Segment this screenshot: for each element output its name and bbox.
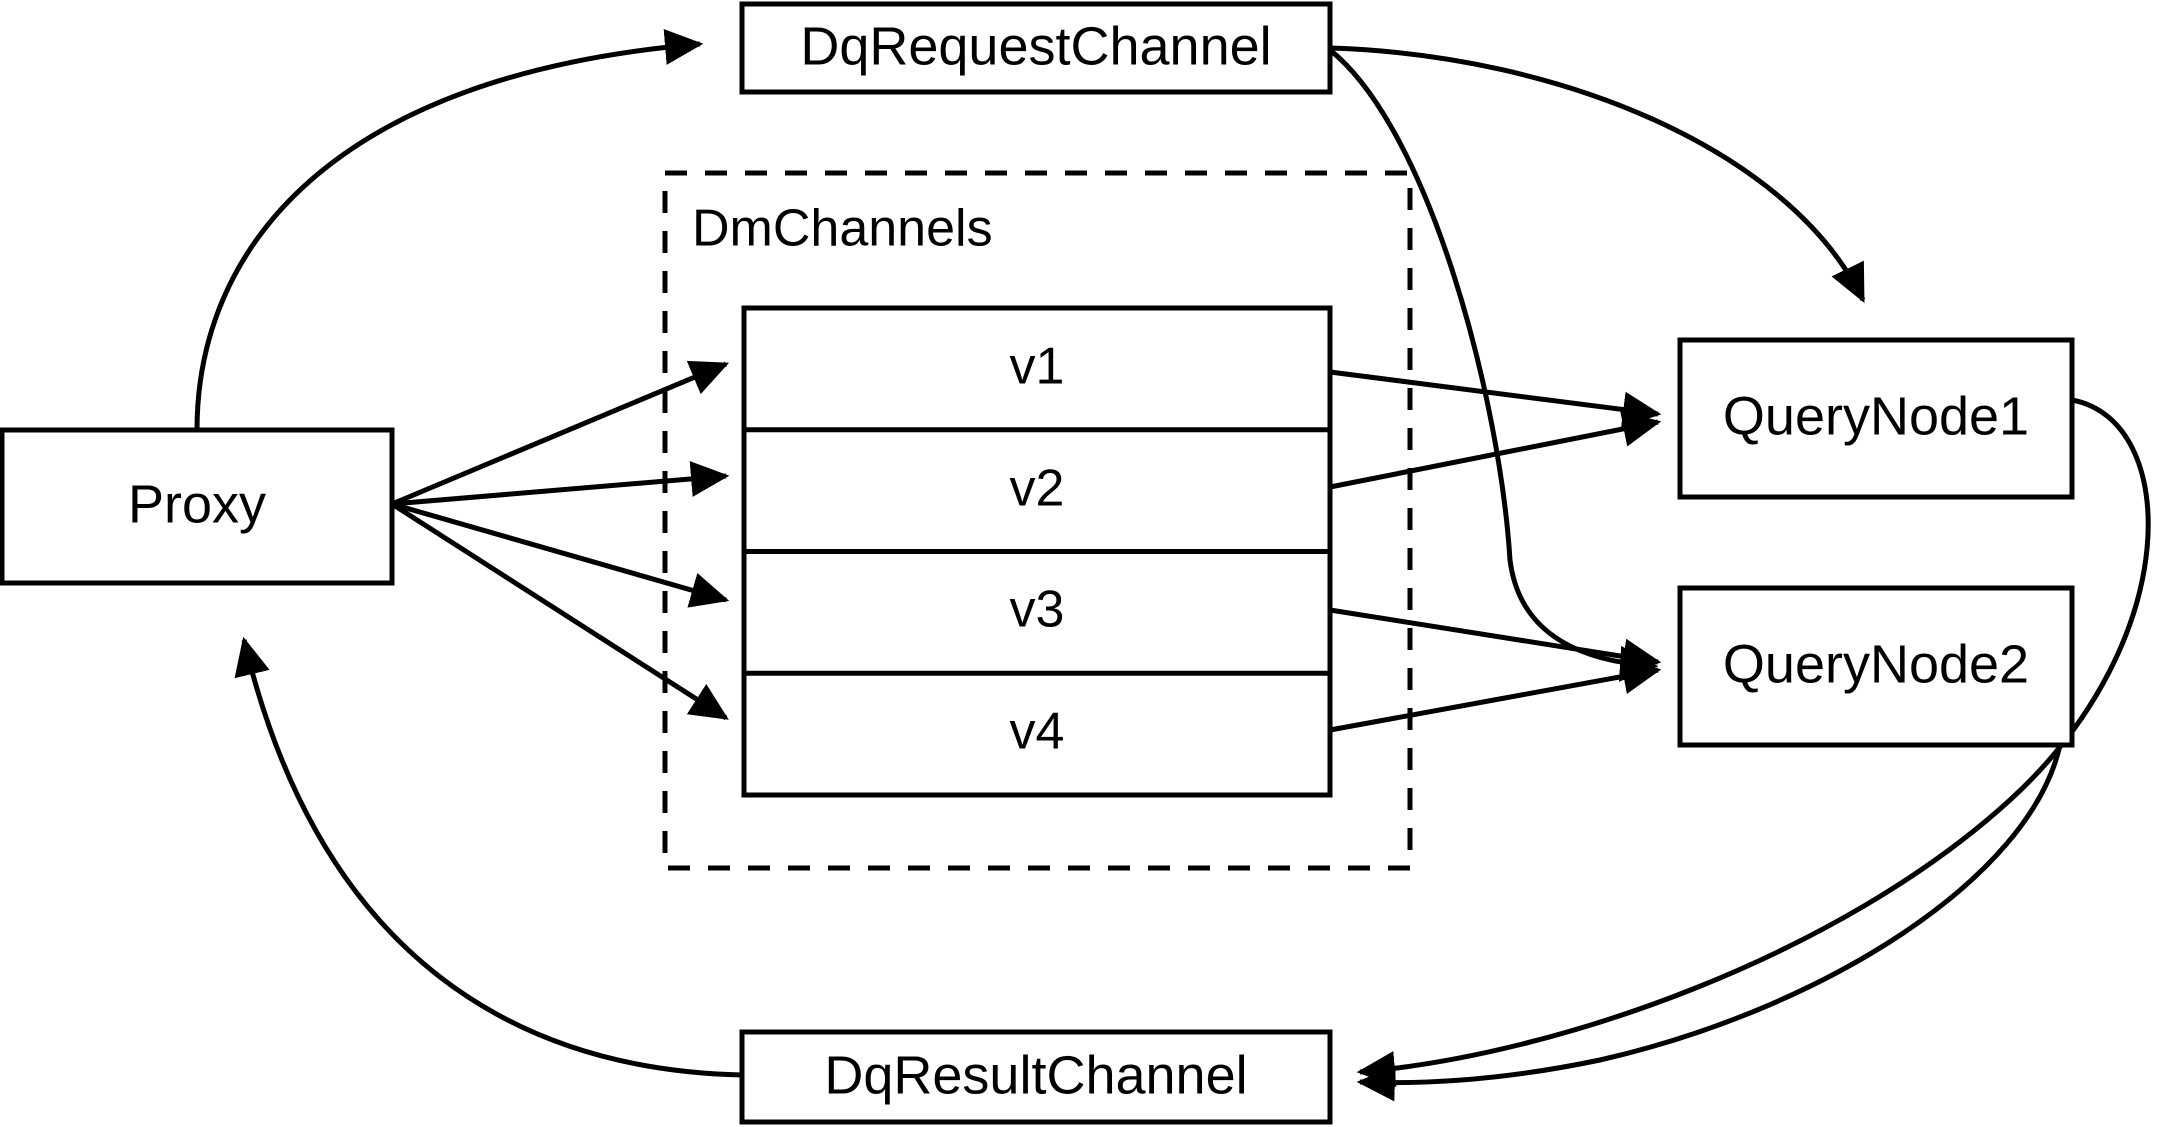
edge-v3-to-querynode2 xyxy=(1329,607,1662,675)
dmchannels-group: DmChannels xyxy=(662,170,1413,871)
edge-v2-to-querynode1 xyxy=(1329,411,1662,490)
node-proxy[interactable]: Proxy xyxy=(0,427,395,586)
node-dqresultchannel-label: DqResultChannel xyxy=(824,1045,1247,1105)
dmchannels-group-border xyxy=(662,170,1413,871)
channel-slot-label: v2 xyxy=(1010,460,1065,518)
channel-slot-v4[interactable]: v4 xyxy=(1010,703,1065,761)
node-dqrequestchannel-label: DqRequestChannel xyxy=(800,16,1271,76)
node-dqrequestchannel[interactable]: DqRequestChannel xyxy=(739,1,1333,95)
edge-v1-to-querynode1 xyxy=(1329,369,1662,428)
node-querynode2-label: QueryNode2 xyxy=(1723,634,2029,694)
node-dqresultchannel[interactable]: DqResultChannel xyxy=(739,1029,1333,1125)
edge-dqrequestchannel-to-querynode1 xyxy=(1329,45,1866,303)
channel-slot-v2[interactable]: v2 xyxy=(1010,460,1065,518)
node-querynode2-box xyxy=(1677,585,2075,748)
edge-proxy-to-dqrequestchannel xyxy=(194,29,704,431)
edge-layer xyxy=(194,29,2151,1102)
node-querynode1[interactable]: QueryNode1 xyxy=(1677,337,2075,500)
dmchannels-group-label: DmChannels xyxy=(692,200,993,258)
node-proxy-box xyxy=(0,427,395,586)
node-querynode1-box xyxy=(1677,337,2075,500)
node-proxy-label: Proxy xyxy=(128,474,266,534)
edge-querynode2-to-dqresultchannel xyxy=(1356,744,2063,1102)
node-dqresultchannel-box xyxy=(739,1029,1333,1125)
node-querynode1-label: QueryNode1 xyxy=(1723,386,2029,446)
node-dqrequestchannel-box xyxy=(739,1,1333,95)
edge-proxy-to-v4 xyxy=(390,501,729,721)
channel-slot-v3[interactable]: v3 xyxy=(1010,581,1065,639)
channel-stack: v1 v2 v3 v4 xyxy=(741,305,1333,798)
edge-querynode1-to-dqresultchannel xyxy=(1356,397,2151,1087)
edge-proxy-to-v2 xyxy=(391,460,730,507)
edge-proxy-to-v3 xyxy=(391,501,730,608)
edge-v4-to-querynode2 xyxy=(1329,658,1662,733)
edge-proxy-to-v1 xyxy=(391,360,730,507)
edge-dqrequestchannel-to-querynode2 xyxy=(1328,48,1659,682)
edge-dqresultchannel-to-proxy xyxy=(234,636,743,1078)
channel-slot-label: v3 xyxy=(1010,581,1065,639)
channel-slot-label: v4 xyxy=(1010,703,1065,761)
channel-slot-v1[interactable]: v1 xyxy=(1010,338,1065,396)
channel-slot-label: v1 xyxy=(1010,338,1065,396)
node-querynode2[interactable]: QueryNode2 xyxy=(1677,585,2075,748)
